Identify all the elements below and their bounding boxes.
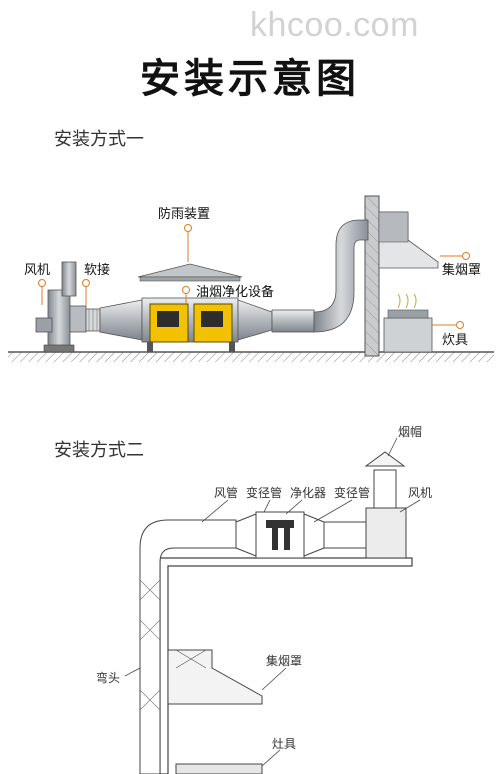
duct-2	[323, 521, 367, 549]
label-stove: 炊具	[442, 333, 468, 348]
watermark: khcoo.com	[250, 6, 419, 44]
label-stove-2: 灶具	[272, 737, 296, 751]
method-1-label: 安装方式一	[54, 129, 144, 150]
label-reducer-left: 变径管	[246, 485, 282, 500]
label-reducer-right: 变径管	[334, 485, 370, 500]
method-2-diagram: 烟帽 风管 变径管 净化器 变径管 风机 弯头 集烟罩 灶具	[96, 424, 432, 774]
duct-cross-lines	[139, 579, 161, 711]
label-duct: 风管	[214, 485, 238, 500]
stove	[383, 293, 433, 353]
callouts-method-2	[124, 437, 421, 767]
label-chimney-cap: 烟帽	[398, 424, 422, 439]
ground-hatch	[8, 352, 494, 362]
rain-cover	[137, 263, 243, 278]
label-fan-2: 风机	[408, 486, 432, 500]
chimney-2	[373, 469, 397, 509]
label-hood: 集烟罩	[442, 262, 481, 278]
label-soft-joint: 软接	[84, 262, 110, 278]
stove-2	[175, 763, 263, 774]
chimney-cap-2	[364, 451, 406, 467]
label-purifier: 油烟净化设备	[196, 284, 274, 300]
callouts-method-1	[38, 224, 470, 329]
duct-s-bend	[313, 219, 369, 333]
fan-box-2	[365, 507, 407, 559]
label-elbow: 弯头	[96, 670, 120, 685]
method-2-label: 安装方式二	[54, 440, 144, 461]
reducer-left-2	[235, 513, 257, 557]
label-rain-cover: 防雨装置	[158, 206, 210, 222]
purifier-modules	[147, 303, 235, 352]
duct-horizontal	[271, 309, 315, 333]
label-hood-2: 集烟罩	[266, 653, 302, 668]
hood-2	[167, 649, 263, 705]
label-fan: 风机	[24, 263, 50, 278]
fan-unit	[35, 261, 87, 353]
reducer-right	[237, 299, 273, 341]
reducer-right-2	[303, 513, 325, 557]
wall-hatch	[365, 196, 379, 356]
label-purifier-2: 净化器	[290, 486, 326, 500]
reducer-left	[99, 299, 143, 341]
page-title: 安装示意图	[140, 56, 360, 102]
purifier-2	[255, 511, 305, 559]
method-1-diagram: 风机 软接 防雨装置 油烟净化设备 集烟罩 炊具	[8, 195, 494, 362]
